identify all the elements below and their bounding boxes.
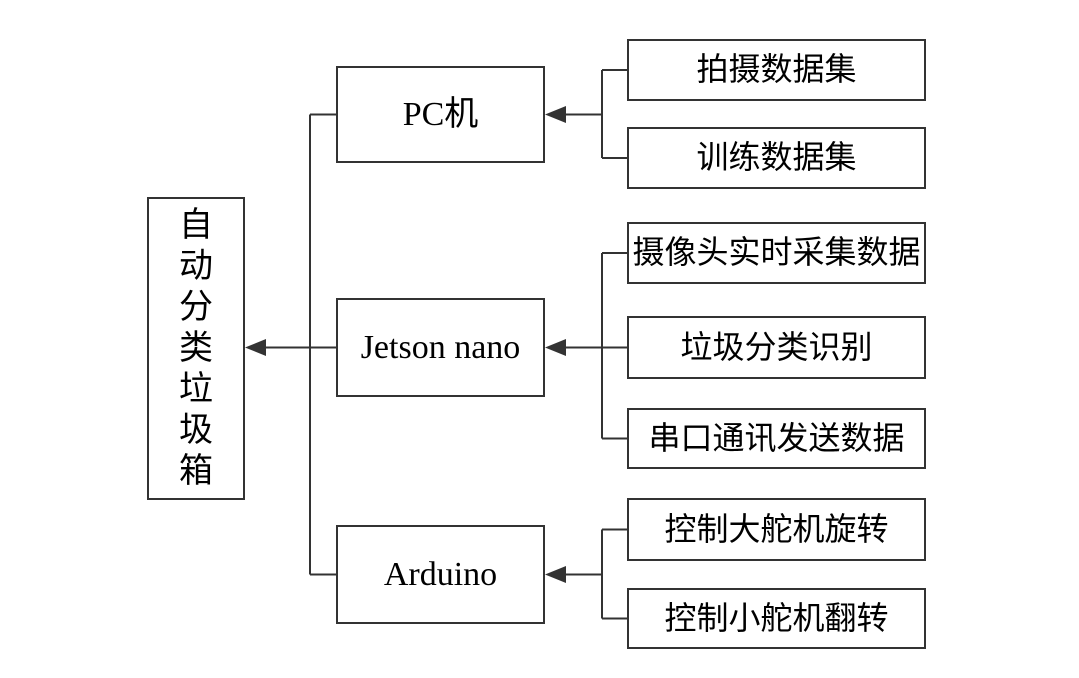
node-camera-realtime-capture-label: 摄像头实时采集数据 bbox=[632, 234, 921, 271]
node-large-servo-rotate-label: 控制大舵机旋转 bbox=[664, 510, 889, 547]
node-auto-sorting-bin-label: 自 动 分 类 垃 圾 箱 bbox=[179, 207, 213, 490]
node-train-dataset: 训练数据集 bbox=[627, 127, 926, 189]
node-jetson-nano: Jetson nano bbox=[336, 298, 545, 397]
node-serial-send-data-label: 串口通讯发送数据 bbox=[648, 419, 905, 456]
node-camera-realtime-capture: 摄像头实时采集数据 bbox=[627, 222, 926, 284]
node-auto-sorting-bin: 自 动 分 类 垃 圾 箱 bbox=[147, 197, 245, 500]
node-pc-label: PC机 bbox=[402, 95, 479, 133]
node-jetson-nano-label: Jetson nano bbox=[360, 328, 521, 366]
node-arduino-label: Arduino bbox=[383, 555, 498, 593]
node-large-servo-rotate: 控制大舵机旋转 bbox=[627, 498, 926, 561]
arduino-arrowhead-icon bbox=[545, 566, 566, 583]
node-serial-send-data: 串口通讯发送数据 bbox=[627, 408, 926, 469]
jetson-arrowhead-icon bbox=[545, 339, 566, 356]
node-small-servo-flip-label: 控制小舵机翻转 bbox=[664, 599, 889, 636]
node-garbage-classification-label: 垃圾分类识别 bbox=[680, 328, 873, 365]
root-arrowhead-icon bbox=[245, 339, 266, 356]
node-train-dataset-label: 训练数据集 bbox=[696, 139, 857, 176]
pc-arrowhead-icon bbox=[545, 106, 566, 123]
node-pc: PC机 bbox=[336, 66, 545, 163]
node-arduino: Arduino bbox=[336, 525, 545, 624]
node-garbage-classification: 垃圾分类识别 bbox=[627, 316, 926, 379]
node-small-servo-flip: 控制小舵机翻转 bbox=[627, 588, 926, 649]
node-capture-dataset: 拍摄数据集 bbox=[627, 39, 926, 101]
node-capture-dataset-label: 拍摄数据集 bbox=[696, 51, 857, 88]
